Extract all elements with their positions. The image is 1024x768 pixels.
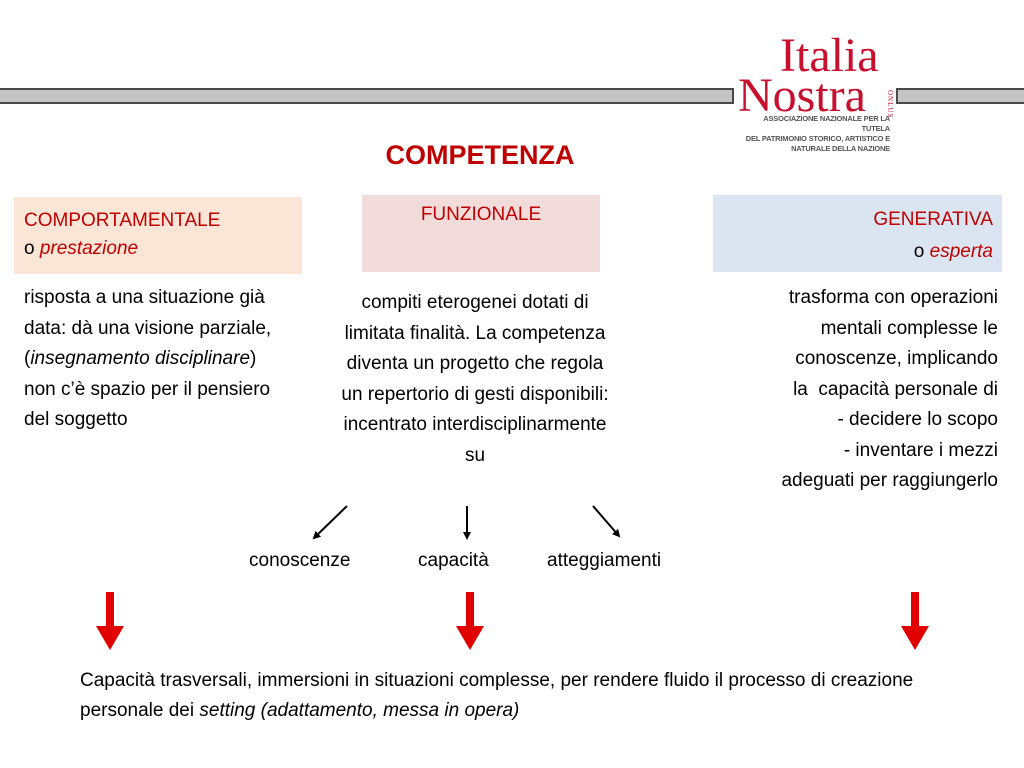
red-down-arrow-icon	[901, 592, 929, 650]
label-capacita: capacità	[418, 550, 489, 571]
box-comportamentale: COMPORTAMENTALE o prestazione	[14, 197, 302, 274]
bottom-paragraph: Capacità trasversali, immersioni in situ…	[80, 666, 980, 726]
box-right-prefix: o	[913, 241, 925, 262]
box-left-subheading: o prestazione	[24, 235, 302, 263]
label-atteggiamenti: atteggiamenti	[547, 550, 662, 571]
label-conoscenze: conoscenze	[249, 550, 351, 571]
box-funzionale: FUNZIONALE	[362, 195, 600, 272]
small-arrows-group	[312, 505, 621, 540]
box-right-heading: GENERATIVA	[873, 209, 993, 230]
logo-subtitle: ASSOCIAZIONE NAZIONALE PER LA TUTELA DEL…	[738, 114, 890, 154]
red-down-arrow-icon	[456, 592, 484, 650]
box-right-subheading: o esperta	[713, 236, 993, 268]
box-generativa: GENERATIVA o esperta	[713, 195, 1002, 272]
description-left: risposta a una situazione già data: dà u…	[24, 283, 284, 436]
desc-right-line: la capacità personale di	[793, 378, 998, 400]
desc-left-italic: insegnamento disciplinare	[30, 348, 251, 369]
bottom-italic: setting (adattamento, messa in opera)	[199, 700, 520, 721]
red-down-arrow-icon	[96, 592, 124, 650]
logo-subtitle-line: NATURALE DELLA NAZIONE	[791, 144, 890, 153]
desc-right-line: adeguati per raggiungerlo	[781, 470, 998, 491]
desc-right-line: - inventare i mezzi	[843, 439, 998, 461]
logo-line2: Nostra	[738, 69, 866, 122]
bottom-text: Capacità trasversali, immersioni in situ…	[80, 670, 914, 721]
description-middle: compiti eterogenei dotati di limitata fi…	[341, 292, 609, 466]
arrow-right-icon	[592, 505, 621, 538]
box-mid-heading: FUNZIONALE	[420, 204, 542, 225]
desc-right-line: mentali complesse le	[820, 317, 998, 339]
header-bar-left	[0, 88, 734, 104]
desc-right-line: - decidere lo scopo	[837, 409, 998, 430]
logo-line1: Italia	[780, 29, 879, 82]
italia-nostra-logo: Italia Nostra ONLUS ASSOCIAZIONE NAZIONA…	[738, 29, 898, 154]
page-title: COMPETENZA	[385, 140, 575, 170]
logo-subtitle-line: DEL PATRIMONIO STORICO, ARTISTICO E	[745, 134, 890, 143]
arrow-left-icon	[312, 505, 348, 540]
desc-right-line: trasforma con operazioni	[788, 287, 998, 308]
desc-left-before: risposta a una situazione già data: dà u…	[24, 287, 272, 369]
description-right: trasforma con operazioni mentali comples…	[690, 283, 998, 497]
box-right-italic: esperta	[929, 241, 993, 262]
box-left-italic: prestazione	[39, 238, 139, 259]
desc-right-line: conoscenze, implicando	[795, 348, 998, 369]
logo-onlus: ONLUS	[886, 90, 894, 119]
header-bar-right	[896, 88, 1024, 104]
box-left-heading: COMPORTAMENTALE	[24, 210, 221, 231]
desc-left-after: ) non c’è spazio per il pensiero del sog…	[24, 348, 271, 430]
box-left-prefix: o	[24, 238, 35, 259]
logo-subtitle-line: ASSOCIAZIONE NAZIONALE PER LA TUTELA	[763, 114, 890, 133]
